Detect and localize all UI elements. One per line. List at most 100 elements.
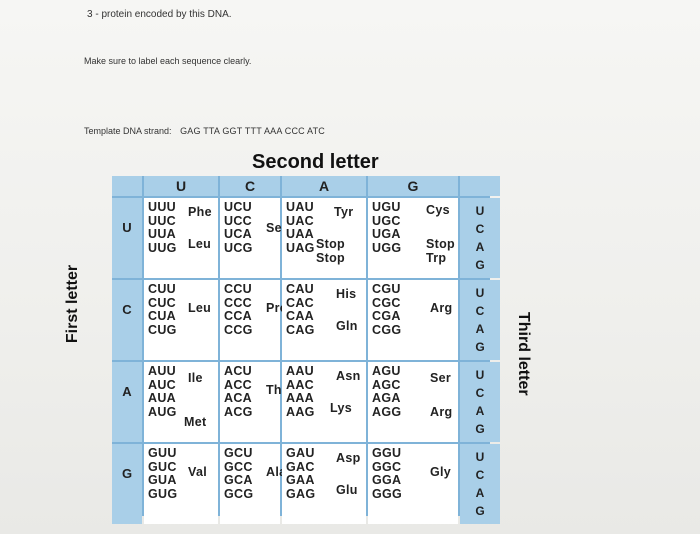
amino-acid-label: Cys: [426, 203, 450, 217]
codon-ccu: CCU: [224, 282, 252, 296]
codon-acg: ACG: [224, 404, 253, 419]
amino-acid-label: Asp: [336, 451, 361, 465]
third-letter-u: U: [475, 368, 485, 382]
amino-acid-label: Gly: [430, 465, 452, 479]
template-dna-line: Template DNA strand: GAG TTA GGT TTT AAA…: [84, 126, 325, 136]
codon-cug: CUG: [148, 322, 177, 337]
template-sequence: GAG TTA GGT TTT AAA CCC ATC: [180, 126, 325, 136]
codon-aug: AUG: [148, 404, 177, 419]
codon-ugc: UGC: [372, 213, 401, 228]
codon-agu: AGU: [372, 364, 401, 378]
first-letter-c: C: [112, 280, 142, 360]
codon-ggc: GGC: [372, 459, 402, 474]
codon-auu: AUU: [148, 364, 176, 378]
codon-guu: GUU: [148, 446, 177, 460]
codon-aca: ACA: [224, 391, 252, 405]
codon-gag: GAG: [286, 486, 316, 501]
first-letter-heading: First letter: [64, 264, 81, 344]
codon-gac: GAC: [286, 459, 315, 474]
codon-aga: AGA: [372, 391, 401, 405]
third-letter-a: A: [475, 240, 485, 254]
first-letter-a: A: [112, 362, 142, 442]
third-letter-heading: Third letter: [515, 312, 532, 396]
template-label: Template DNA strand:: [84, 126, 172, 136]
codon-uau: UAU: [286, 200, 314, 214]
first-letter-u: U: [112, 198, 142, 278]
amino-acid-label: Ile: [188, 371, 203, 385]
third-letter-g: G: [475, 422, 485, 436]
codon-uaa: UAA: [286, 227, 314, 241]
codon-ccc: CCC: [224, 295, 252, 310]
amino-acid-label: Met: [184, 415, 207, 429]
codon-ggu: GGU: [372, 446, 402, 460]
instruction-text: Make sure to label each sequence clearly…: [84, 56, 252, 66]
amino-acid-label: Val: [188, 465, 207, 479]
codon-aua: AUA: [148, 391, 176, 405]
codon-cgc: CGC: [372, 295, 401, 310]
codon-caa: CAA: [286, 309, 314, 323]
codon-ggg: GGG: [372, 486, 403, 501]
codon-ugu: UGU: [372, 200, 401, 214]
codon-cag: CAG: [286, 322, 315, 337]
amino-acid-label: Stop: [316, 251, 345, 265]
codon-uug: UUG: [148, 240, 177, 255]
third-letter-a: A: [475, 404, 485, 418]
third-letter-c: C: [475, 386, 485, 400]
codon-ucg: UCG: [224, 240, 253, 255]
amino-acid-label: Glu: [336, 483, 358, 497]
codon-guc: GUC: [148, 459, 177, 474]
codon-cau: CAU: [286, 282, 314, 296]
third-letter-u: U: [475, 286, 485, 300]
amino-acid-label: Trp: [426, 251, 447, 265]
codon-gcc: GCC: [224, 459, 253, 474]
codon-aac: AAC: [286, 377, 314, 392]
codon-ucu: UCU: [224, 200, 252, 214]
amino-acid-label: Stop: [426, 237, 455, 251]
amino-acid-label: Ala: [266, 465, 287, 479]
question-title: 3 - protein encoded by this DNA.: [87, 9, 232, 20]
codon-acu: ACU: [224, 364, 252, 378]
amino-acid-label: Tyr: [334, 205, 354, 219]
codon-uag: UAG: [286, 240, 315, 255]
codon-uca: UCA: [224, 227, 252, 241]
third-letter-u: U: [475, 204, 485, 218]
second-letter-c: C: [220, 176, 280, 196]
codon-agg: AGG: [372, 404, 402, 419]
codon-ugg: UGG: [372, 240, 402, 255]
amino-acid-label: Stop: [316, 237, 345, 251]
codon-cac: CAC: [286, 295, 314, 310]
amino-acid-label: Lys: [330, 401, 352, 415]
amino-acid-label: Thr: [266, 383, 288, 397]
amino-acid-label: Arg: [430, 301, 453, 315]
third-letter-g: G: [475, 504, 485, 518]
codon-gga: GGA: [372, 473, 402, 487]
amino-acid-label: Phe: [188, 205, 212, 219]
codon-gcu: GCU: [224, 446, 253, 460]
codon-aag: AAG: [286, 404, 315, 419]
codon-cgu: CGU: [372, 282, 401, 296]
codon-cgg: CGG: [372, 322, 402, 337]
codon-aaa: AAA: [286, 391, 314, 405]
codon-cga: CGA: [372, 309, 401, 323]
codon-agc: AGC: [372, 377, 401, 392]
third-letter-c: C: [475, 468, 485, 482]
amino-acid-label: Ser: [266, 221, 288, 235]
codon-uga: UGA: [372, 227, 401, 241]
codon-gaa: GAA: [286, 473, 315, 487]
amino-acid-label: Gln: [336, 319, 358, 333]
third-letter-u: U: [475, 450, 485, 464]
codon-ucc: UCC: [224, 213, 252, 228]
